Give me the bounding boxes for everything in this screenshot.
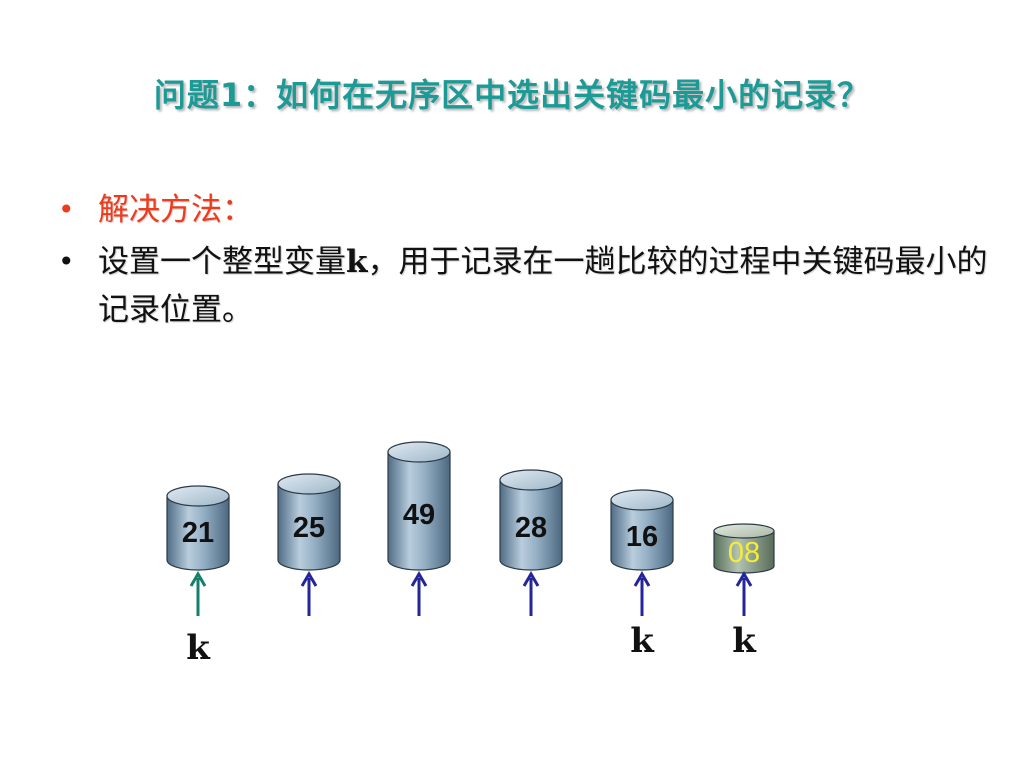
bullet-text-part: 设置一个整型变量 — [98, 244, 346, 280]
bullet-item-description: • 设置一个整型变量k，用于记录在一趟比较的过程中关键码最小的记录位置。 — [58, 238, 988, 334]
bullet-text-part: ，用于记录在一趟比较的过程中关键码最小的记录位置。 — [98, 244, 988, 328]
bullet-dot: • — [58, 193, 75, 226]
record-cylinder: 21 k — [166, 485, 230, 668]
pointer-arrow-head — [300, 571, 318, 587]
cylinder-body — [499, 479, 563, 571]
cylinder-top — [387, 441, 451, 463]
cylinder-top — [277, 473, 341, 495]
bullet-dot: • — [58, 245, 75, 278]
record-cylinder: 25 — [277, 473, 341, 616]
k-pointer-label: k — [630, 621, 655, 661]
record-cylinder: 28 — [499, 469, 563, 616]
cylinder-body — [387, 451, 451, 571]
cylinder-top — [610, 489, 674, 511]
variable-k: k — [346, 244, 368, 280]
record-cylinder: 49 — [387, 441, 451, 616]
pointer-arrow-head — [735, 571, 753, 587]
bullet-text: 解决方法： — [98, 192, 253, 228]
cylinder-body — [277, 483, 341, 571]
cylinder-top — [499, 469, 563, 491]
bullet-item-method: • 解决方法： — [58, 186, 988, 234]
cylinder-body — [713, 530, 775, 574]
cylinder-top — [166, 485, 230, 507]
cylinder-body — [166, 495, 230, 571]
record-value: 16 — [626, 521, 658, 553]
record-cylinder: 08 k — [713, 523, 775, 661]
record-value: 49 — [403, 499, 435, 531]
k-pointer-label: k — [732, 621, 757, 661]
record-value: 28 — [515, 512, 547, 544]
cylinder-body — [610, 499, 674, 571]
slide-title: 问题1：如何在无序区中选出关键码最小的记录？ — [153, 76, 871, 114]
pointer-arrow-head — [522, 571, 540, 587]
bullet-list: • 解决方法： • 设置一个整型变量k，用于记录在一趟比较的过程中关键码最小的记… — [58, 186, 988, 338]
bullet-text: 设置一个整型变量k，用于记录在一趟比较的过程中关键码最小的记录位置。 — [98, 238, 988, 334]
cylinder-top — [713, 523, 775, 539]
record-value: 21 — [182, 517, 214, 549]
pointer-arrow-head — [633, 571, 651, 587]
pointer-arrow-head — [189, 571, 207, 587]
k-pointer-label: k — [186, 628, 211, 668]
record-cylinder: 16 k — [610, 489, 674, 661]
pointer-arrow-head — [410, 571, 428, 587]
record-value: 08 — [728, 537, 760, 569]
record-value: 25 — [293, 512, 325, 544]
